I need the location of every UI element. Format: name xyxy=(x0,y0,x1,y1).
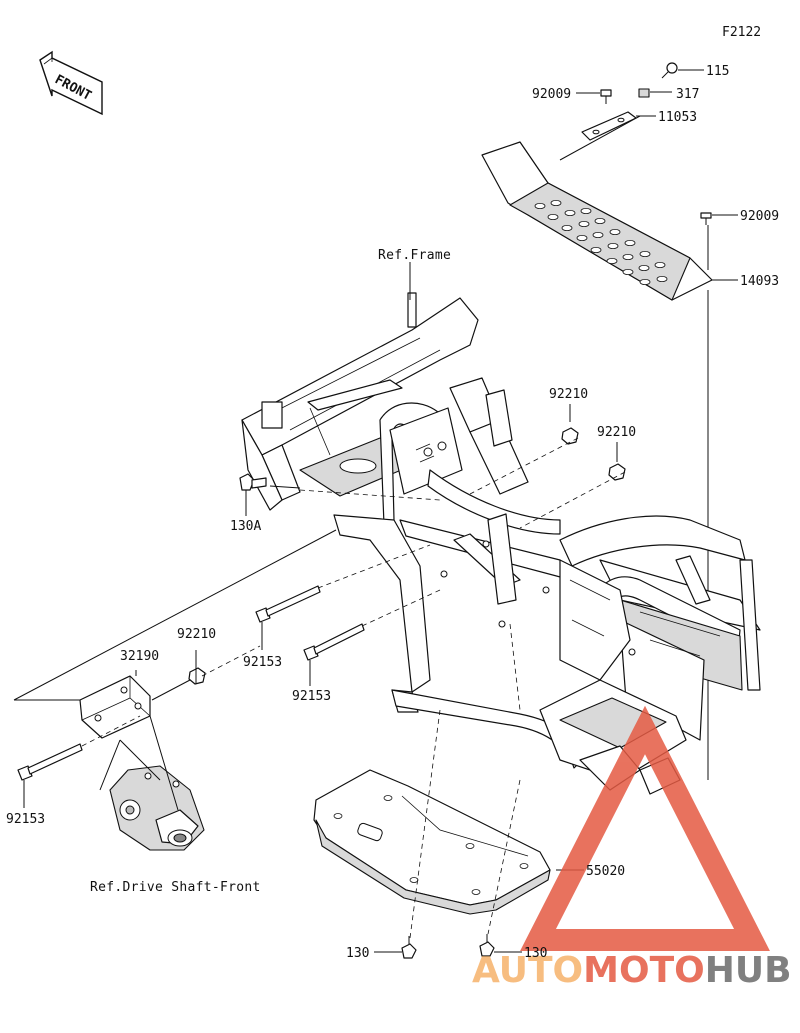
part-label-130a: 130A xyxy=(230,519,261,534)
bolt-130-left-icon xyxy=(401,936,417,959)
part-label-92153-a: 92153 xyxy=(243,655,282,670)
bolt-130-right-icon xyxy=(479,934,495,957)
ref-drive-shaft-label: Ref.Drive Shaft-Front xyxy=(90,880,261,895)
part-label-32190: 32190 xyxy=(120,649,159,664)
part-label-92210-c: 92210 xyxy=(177,627,216,642)
part-label-317: 317 xyxy=(676,87,699,102)
bolt-92153c-icon xyxy=(17,743,83,781)
diagram-code: F2122 xyxy=(722,25,761,40)
bolt-92009b-icon xyxy=(700,212,712,225)
part-label-92009-right: 92009 xyxy=(740,209,779,224)
part-label-115: 115 xyxy=(706,64,729,79)
mount-bracket-32190 xyxy=(79,675,151,739)
nut-92210c-icon xyxy=(188,667,206,685)
part-label-92009-top: 92009 xyxy=(532,87,571,102)
part-label-14093: 14093 xyxy=(740,274,779,289)
nut-92210b-icon xyxy=(608,463,626,481)
bolt-130a-icon xyxy=(239,473,267,491)
bolt-92153b-icon xyxy=(303,623,365,661)
bolt-92009a-icon xyxy=(600,89,612,104)
part-label-55020: 55020 xyxy=(586,864,625,879)
skid-plate xyxy=(313,769,551,915)
footrest-bracket xyxy=(581,111,637,141)
bolt-115-icon xyxy=(661,62,678,79)
front-arrow-icon: FRONT xyxy=(39,50,103,116)
part-label-92210-b: 92210 xyxy=(597,425,636,440)
part-label-130-right: 130 xyxy=(524,946,547,961)
front-gear-case xyxy=(109,765,205,851)
part-label-92210-a: 92210 xyxy=(549,387,588,402)
nut-92210a-icon xyxy=(561,427,579,445)
part-label-130-left: 130 xyxy=(346,946,369,961)
ref-frame-label: Ref.Frame xyxy=(378,248,451,263)
bolt-92153a-icon xyxy=(255,585,321,623)
watermark-auto: AUTOMOTOHUB xyxy=(472,950,792,991)
part-label-92153-b: 92153 xyxy=(292,689,331,704)
part-label-11053: 11053 xyxy=(658,110,697,125)
watermark-logo: AUTOMOTOHUB xyxy=(472,705,792,991)
footrest-plate xyxy=(481,141,713,301)
nut-317-icon xyxy=(638,88,650,98)
frame xyxy=(241,292,761,795)
part-label-92153-c: 92153 xyxy=(6,812,45,827)
